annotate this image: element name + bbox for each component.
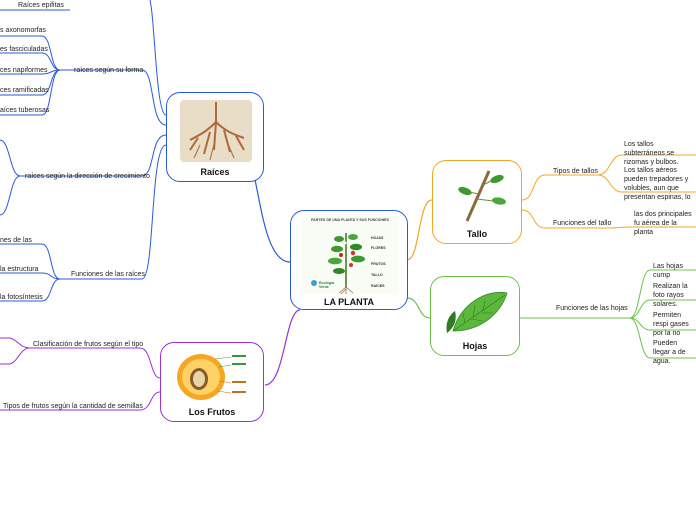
hojas-desc3[interactable]: Permiten respi gases por la no bbox=[653, 312, 689, 337]
stem-illustration bbox=[458, 170, 506, 222]
raices-ramificadas[interactable]: ces ramificadas bbox=[0, 87, 49, 94]
raices-fn-part1[interactable]: nes de las bbox=[0, 237, 32, 244]
hojas-title: Hojas bbox=[462, 341, 488, 351]
raices-fn-part3[interactable]: la fotosíntesis bbox=[0, 294, 43, 301]
raices-forma[interactable]: raíces según su forma bbox=[74, 67, 144, 74]
connector-center-hojas bbox=[406, 297, 431, 319]
tallo-tipos[interactable]: Tipos de tallos bbox=[553, 168, 598, 175]
hojas-desc4[interactable]: Pueden llegar a de agua. bbox=[653, 340, 686, 365]
fruit-illustration bbox=[177, 354, 246, 400]
roots-image bbox=[180, 100, 252, 162]
hojas-node[interactable]: Hojas bbox=[430, 276, 520, 356]
logo-text: Ecología Verde bbox=[319, 281, 334, 289]
hojas-desc1[interactable]: Las hojas cump bbox=[653, 263, 683, 279]
label-hojas: HOJAS bbox=[371, 236, 384, 240]
label-flores: FLORES bbox=[371, 246, 386, 250]
label-raices: RAÍCES bbox=[371, 284, 385, 288]
fruit-image bbox=[175, 349, 251, 403]
raices-fasciculadas[interactable]: es fasciculadas bbox=[0, 46, 48, 53]
tallo-tipos-desc2[interactable]: Los tallos aéreos pueden trepadores y vo… bbox=[624, 167, 691, 201]
tallo-funciones[interactable]: Funciones del tallo bbox=[553, 220, 612, 227]
raices-title: Raíces bbox=[200, 167, 230, 177]
tallo-funciones-desc1[interactable]: las dos principales fu aérea de la plant… bbox=[634, 211, 692, 236]
central-image: PARTES DE UNA PLANTA Y SUS FUNCIONES HOJ… bbox=[301, 217, 399, 295]
frutos-title: Los Frutos bbox=[188, 407, 236, 417]
raices-node[interactable]: Raíces bbox=[166, 92, 264, 182]
central-image-caption: PARTES DE UNA PLANTA Y SUS FUNCIONES bbox=[311, 218, 389, 222]
raices-funciones[interactable]: Funciones de las raíces bbox=[71, 271, 145, 278]
label-tallo: TALLO bbox=[371, 273, 383, 277]
frutos-node[interactable]: Los Frutos bbox=[160, 342, 264, 422]
raices-epifitas[interactable]: Raíces epifitas bbox=[18, 2, 64, 9]
raices-tuberosas[interactable]: aíces tuberosas bbox=[0, 107, 50, 114]
plant-illustration bbox=[311, 233, 365, 295]
raices-fn-part2[interactable]: la estructura bbox=[0, 266, 39, 273]
stem-image bbox=[445, 167, 511, 223]
leaf-image bbox=[441, 283, 511, 337]
tallo-title: Tallo bbox=[466, 229, 488, 239]
raices-napiformes[interactable]: ces napiformes bbox=[0, 67, 48, 74]
tallo-node[interactable]: Tallo bbox=[432, 160, 522, 244]
hojas-desc2[interactable]: Realizan la foto rayos solares. bbox=[653, 283, 688, 308]
central-title: LA PLANTA bbox=[324, 297, 374, 307]
connector-center-tallo bbox=[406, 199, 433, 261]
raices-direccion[interactable]: raíces según la dirección de crecimiento bbox=[25, 173, 150, 180]
connector-center-frutos bbox=[264, 309, 301, 386]
frutos-clasificacion[interactable]: Clasificación de frutos según el tipo bbox=[33, 341, 144, 348]
leaf-illustration bbox=[446, 291, 508, 333]
roots-illustration bbox=[189, 102, 245, 161]
tallo-tipos-desc1[interactable]: Los tallos subterráneos se rizomas y bul… bbox=[624, 141, 679, 166]
label-frutos: FRUTOS bbox=[371, 262, 386, 266]
hojas-funciones[interactable]: Funciones de las hojas bbox=[556, 305, 628, 312]
central-node[interactable]: PARTES DE UNA PLANTA Y SUS FUNCIONES HOJ… bbox=[290, 210, 408, 310]
raices-axonomorfas[interactable]: s axonomorfas bbox=[0, 27, 46, 34]
frutos-tipos[interactable]: Tipos de frutos según la cantidad de sem… bbox=[3, 403, 143, 410]
